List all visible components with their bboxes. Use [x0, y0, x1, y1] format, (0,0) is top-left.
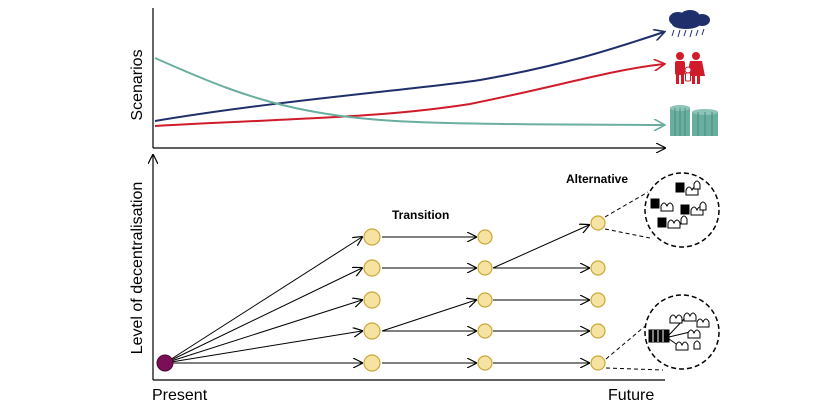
bottom-y-label: Level of decentralisation — [129, 182, 146, 355]
curve-infrastructure — [154, 57, 664, 125]
column-2-nodes — [477, 229, 493, 371]
zoom-circle-decentralised — [644, 172, 720, 248]
x-label-future: Future — [608, 387, 654, 404]
edges — [164, 225, 589, 363]
top-y-label: Scenarios — [129, 49, 146, 120]
curve-climate — [154, 32, 664, 122]
top-panel: Scenarios — [129, 8, 718, 148]
storm-cloud-icon — [669, 10, 710, 38]
origin-node — [156, 354, 174, 372]
centralised-network-icon — [648, 312, 710, 351]
zoom-connectors — [604, 191, 664, 371]
column-3-nodes — [590, 215, 606, 371]
zoom-circle-centralised — [644, 294, 720, 370]
label-alternative: Alternative — [566, 172, 628, 186]
column-1-nodes — [363, 228, 381, 372]
x-label-present: Present — [152, 387, 208, 404]
label-transition: Transition — [392, 208, 449, 222]
house-cluster-icon — [650, 180, 707, 229]
curve-population — [154, 64, 664, 127]
storage-tank-icon — [670, 105, 718, 136]
bottom-panel: Level of decentralisation Present Future… — [129, 155, 720, 404]
family-icon — [675, 52, 705, 84]
